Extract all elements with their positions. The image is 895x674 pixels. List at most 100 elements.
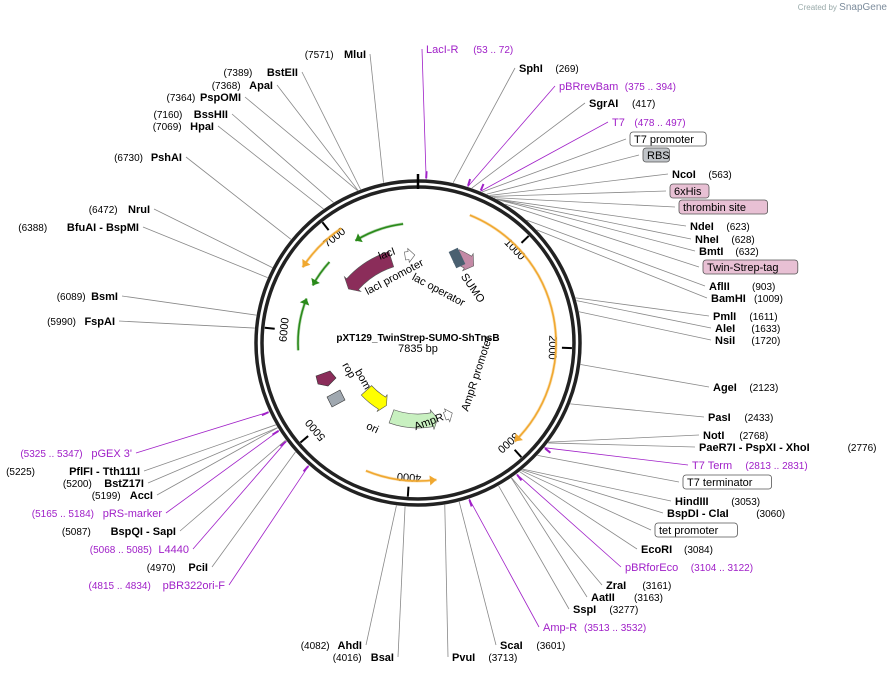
site-leader [489,173,669,196]
site-coord: (3053) [731,497,760,508]
site-leader [580,364,710,388]
feature-box [702,259,799,275]
site-enzyme: FspAI(5990) [47,316,255,329]
primer-mark [261,411,269,417]
site-name: BstZ17I [104,478,144,490]
site-name: Amp-R [543,622,577,634]
site-leader [576,300,712,329]
site-leader [458,501,497,646]
feature-ori [360,385,388,412]
site-box-pink: 6xHis [491,183,710,199]
site-enzyme: PflFI - Tth111I(5225) [6,424,276,478]
orf-green-3-arrowhead [299,298,310,306]
site-name: AleI [715,323,735,335]
site-name: NotI [703,430,724,442]
site-coord: (4970) [147,563,176,574]
snapgene-brand: Created by SnapGene [798,2,887,13]
site-coord: (3084) [684,545,713,556]
site-coord: (903) [752,282,775,293]
site-box-pink: thrombin site [493,197,768,215]
feature-box [682,474,772,490]
site-enzyme: BmtI(632) [497,199,759,258]
site-leader [231,113,334,203]
site-name: pBRrevBam [559,81,618,93]
site-coord: (1009) [754,294,783,305]
site-enzyme: ZraI(3161) [511,477,671,592]
site-leader [498,485,570,610]
site-coord: (5165 .. 5184) [32,509,94,520]
site-enzyme: PasI(2433) [570,403,773,424]
site-enzyme: NsiI(1720) [578,311,780,347]
site-name: pBRforEco [625,562,678,574]
site-enzyme: MluI(7571) [305,49,384,183]
site-primer: LacI-R(53 .. 72) [421,44,513,180]
site-enzyme: BstZ17I(5200) [63,427,278,490]
site-leader [471,102,586,189]
site-enzyme: NdeI(623) [496,198,750,233]
site-enzyme: BsaI(4016) [333,506,406,664]
site-leader [153,208,273,268]
site-leader [521,469,664,514]
site-enzyme: BfuAI - BspMI(6388) [18,222,268,278]
brand-name: SnapGene [839,2,887,13]
site-leader [537,454,680,483]
site-leader [369,53,384,183]
site-box-pink: Twin-Strep-tag [505,203,799,275]
site-leader [493,197,676,208]
site-primer: pBRrevBam(375 .. 394) [467,81,676,187]
feature-box-label: Twin-Strep-tag [707,262,779,274]
site-name: LacI-R [426,44,458,56]
feature-label: lacI [377,246,397,263]
site-enzyme: BssHII(7160) [153,109,334,203]
site-coord: (1633) [751,324,780,335]
site-leader [444,504,449,658]
site-leader [301,71,361,190]
site-leader [192,440,287,550]
brand-created-by: Created by [797,3,837,12]
site-name: PaeR7I - PspXI - XhoI [699,442,810,454]
feature-ampR [388,408,438,430]
site-leader [570,403,705,418]
site-enzyme: AhdI(4082) [301,505,397,652]
site-enzyme: PmlI(1611) [575,297,778,323]
site-coord: (3163) [634,593,663,604]
site-coord: (4815 .. 4834) [89,581,151,592]
site-leader [497,199,696,252]
site-leader [548,442,696,448]
feature-bom [326,389,346,408]
site-primer: L4440(5068 .. 5085) [90,440,287,556]
site-primer: T7 (478 .. 497) [479,117,686,192]
site-leader [244,96,358,191]
site-coord: (3104 .. 3122) [691,563,753,574]
site-leader [544,447,689,466]
site-primer: Amp-R (3513 .. 3532) [468,498,646,634]
site-leader [147,427,278,484]
site-name: T7 [612,117,625,129]
site-coord: (3513 .. 3532) [584,623,646,634]
site-name: FspAI [84,316,115,328]
site-enzyme: SgrAI(417) [471,98,655,189]
site-enzyme: EcoRI(3084) [519,471,713,556]
site-enzyme: NcoI(563) [489,169,732,196]
site-coord: (2123) [749,383,778,394]
primer-mark [279,440,287,447]
scale-tick [321,221,330,231]
site-leader [526,219,706,287]
site-leader [536,229,708,299]
primer-mark [271,430,279,436]
site-coord: (1611) [749,312,777,323]
feature-box [669,183,710,199]
site-primer: pBRforEco (3104 .. 3122) [516,473,753,574]
primer-mark [516,474,523,482]
site-leader [365,505,397,646]
site-coord: (7364) [166,93,195,104]
site-coord: (478 .. 497) [634,118,685,129]
site-leader [142,226,268,278]
site-enzyme: AflII(903) [526,219,775,293]
site-leader [118,320,255,329]
site-enzyme: BsmI(6089) [57,291,257,316]
site-coord: (3060) [756,509,785,520]
site-enzyme: HindIII(3053) [522,468,760,508]
orf-forward-1 [469,214,557,443]
